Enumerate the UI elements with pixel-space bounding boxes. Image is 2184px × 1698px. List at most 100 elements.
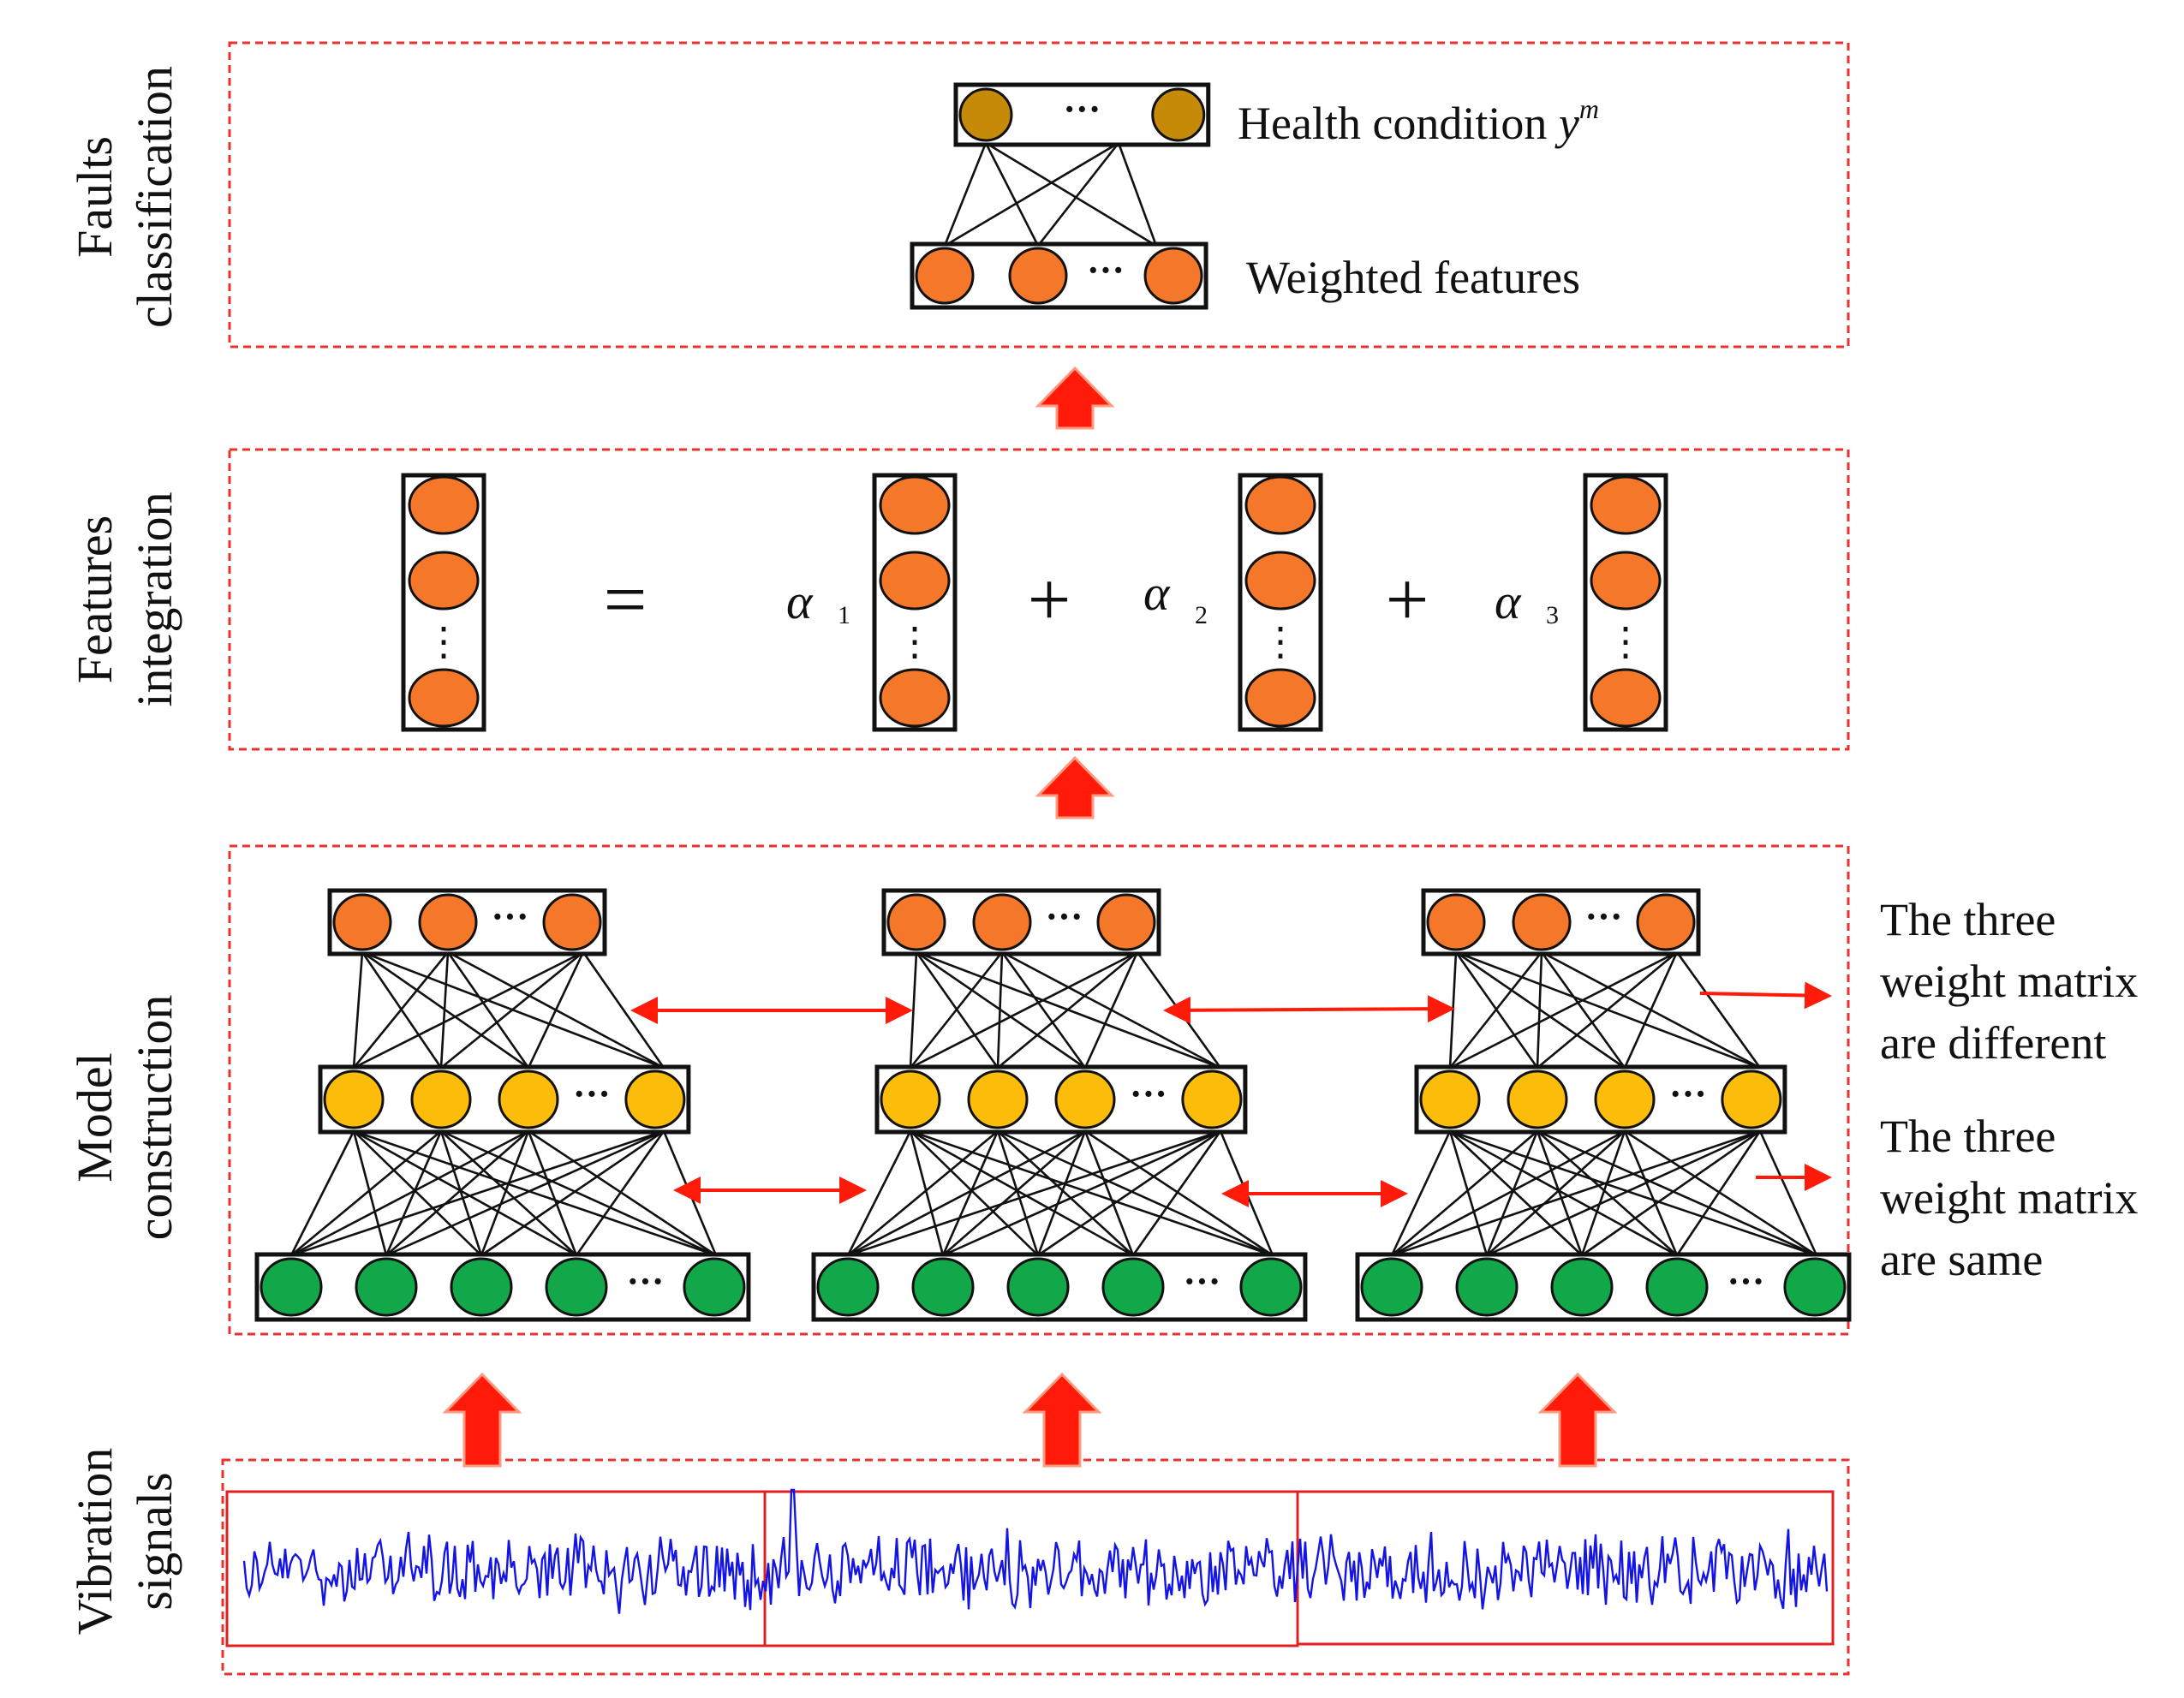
net2-lower-connection <box>997 1130 1134 1256</box>
plus-sign-2: + <box>1386 557 1429 642</box>
net3-lower-connection <box>1390 1130 1452 1256</box>
net2-lower-connection <box>942 1130 1086 1256</box>
net3-hidden-ellipsis: ··· <box>1669 1073 1707 1115</box>
label-features: Features <box>67 515 122 684</box>
net3-lower-connection <box>1391 1130 1538 1256</box>
net1-upper-connection <box>352 951 364 1069</box>
vector-2-node-2 <box>1244 551 1316 611</box>
net3-upper-connection <box>1537 950 1678 1069</box>
section-frame-1 <box>228 41 1850 349</box>
net3-lower-connection <box>1391 1129 1626 1257</box>
net3-input-node-2 <box>1455 1257 1519 1317</box>
fused-vertical-ellipsis: ⋮ <box>424 620 463 664</box>
model-comparison-arrows <box>630 981 1832 1207</box>
net3-lower-connection <box>1391 1129 1761 1257</box>
net2-lower-connection <box>847 1129 999 1257</box>
net2-upper-connection <box>996 951 1004 1069</box>
weighted-feature-node-3 <box>1143 247 1203 305</box>
net1-hidden-node-3 <box>498 1069 559 1129</box>
flow-arrow-to-classification <box>1035 366 1115 430</box>
net1-lower-connection <box>290 1129 442 1257</box>
net1-lower-connection <box>439 1130 483 1256</box>
net3-hidden-node-2 <box>1507 1069 1568 1129</box>
label-classification: classification <box>127 66 182 328</box>
label-faults-classification: Faults classification <box>67 66 182 328</box>
net2-input-node-5 <box>1239 1257 1303 1317</box>
network-2: ········· <box>811 888 1308 1322</box>
integration-vector-1: ⋮ <box>872 473 958 732</box>
net1-lower-connection <box>353 1129 577 1257</box>
cls-connection <box>1036 142 1120 247</box>
net1-lower-connection <box>440 1129 717 1257</box>
net2-lower-connection <box>1037 1129 1221 1257</box>
net3-upper-connection <box>1449 950 1678 1069</box>
net2-output-node-1 <box>886 893 946 951</box>
net1-input-node-4 <box>545 1257 608 1317</box>
classification-network: ··· ··· <box>910 82 1211 310</box>
net1-lower-connection <box>440 1130 577 1256</box>
net2-upper-connection <box>1083 951 1139 1069</box>
signal-segment-box-2 <box>763 1490 1299 1647</box>
net3-upper-connection <box>1540 951 1626 1069</box>
vector-2-node-1 <box>1244 475 1316 535</box>
net2-input-ellipsis: ··· <box>1183 1260 1220 1302</box>
weighted-features-label: Weighted features <box>1246 252 1580 303</box>
flow-arrow-signal-2 <box>1022 1372 1102 1468</box>
net3-input-ellipsis: ··· <box>1727 1260 1764 1302</box>
net1-lower-connection <box>385 1130 529 1256</box>
net2-upper-connection <box>909 951 1004 1069</box>
vector-3-node-1 <box>1590 475 1662 535</box>
net3-lower-connection <box>1485 1130 1539 1256</box>
net2-hidden-node-3 <box>1054 1069 1116 1129</box>
fused-node-2 <box>408 551 480 611</box>
alpha-1-subscript: 1 <box>838 601 850 629</box>
net1-lower-connection <box>289 1130 355 1256</box>
label-construction: construction <box>127 995 182 1241</box>
note-different: The three weight matrix are different <box>1880 894 2138 1069</box>
net2-output-node-3 <box>1096 893 1156 951</box>
net3-lower-connection <box>1624 1129 1817 1257</box>
weighted-feature-node-1 <box>915 247 975 305</box>
net1-lower-connection <box>385 1130 443 1256</box>
net2-hidden-node-4 <box>1181 1069 1243 1129</box>
weighted-feature-ellipsis: ··· <box>1087 249 1125 291</box>
output-node-1 <box>958 87 1013 142</box>
net1-lower-connection <box>352 1130 388 1256</box>
net2-lower-connection <box>846 1130 912 1256</box>
equals-sign: = <box>604 557 647 642</box>
weighted-feature-node-2 <box>1008 247 1068 305</box>
label-model: Model <box>67 1052 122 1182</box>
net3-lower-connection <box>1758 1130 1818 1256</box>
net2-lower-connection <box>910 1129 1134 1257</box>
alpha-1: α <box>786 574 814 629</box>
integration-vectors: ⋮⋮⋮⋮ <box>401 473 1668 732</box>
net3-lower-connection <box>1536 1130 1584 1256</box>
label-model-construction: Model construction <box>67 995 182 1241</box>
vibration-waveform <box>242 1488 1829 1614</box>
integration-vector-3: ⋮ <box>1583 473 1668 732</box>
net2-upper-connection <box>1000 951 1087 1069</box>
cls-connection <box>984 142 1040 247</box>
output-ellipsis: ··· <box>1063 88 1101 130</box>
vector-3-node-3 <box>1590 668 1662 728</box>
net1-output-ellipsis: ··· <box>491 896 528 938</box>
net1-lower-connection <box>290 1129 529 1257</box>
net2-lower-connection <box>941 1130 1000 1256</box>
net2-upper-connection <box>909 951 918 1069</box>
net1-output-node-2 <box>418 893 478 951</box>
flow-arrow-signal-1 <box>442 1372 522 1468</box>
net3-lower-connection <box>1537 1130 1678 1256</box>
net2-lower-connection <box>1084 1129 1274 1257</box>
net2-hidden-ellipsis: ··· <box>1130 1073 1167 1115</box>
note-same: The three weight matrix are same <box>1880 1111 2138 1285</box>
net2-input-node-1 <box>816 1257 880 1317</box>
cls-connection <box>1117 142 1158 247</box>
net2-lower-connection <box>1131 1130 1222 1256</box>
net1-output-node-1 <box>332 893 392 951</box>
comparison-arrow-5 <box>1699 981 1832 1010</box>
section-frame-2 <box>228 448 1850 751</box>
net2-input-node-3 <box>1006 1257 1070 1317</box>
net1-upper-connection <box>527 951 585 1069</box>
net3-lower-connection <box>1675 1130 1762 1256</box>
flow-arrows <box>442 366 1618 1468</box>
